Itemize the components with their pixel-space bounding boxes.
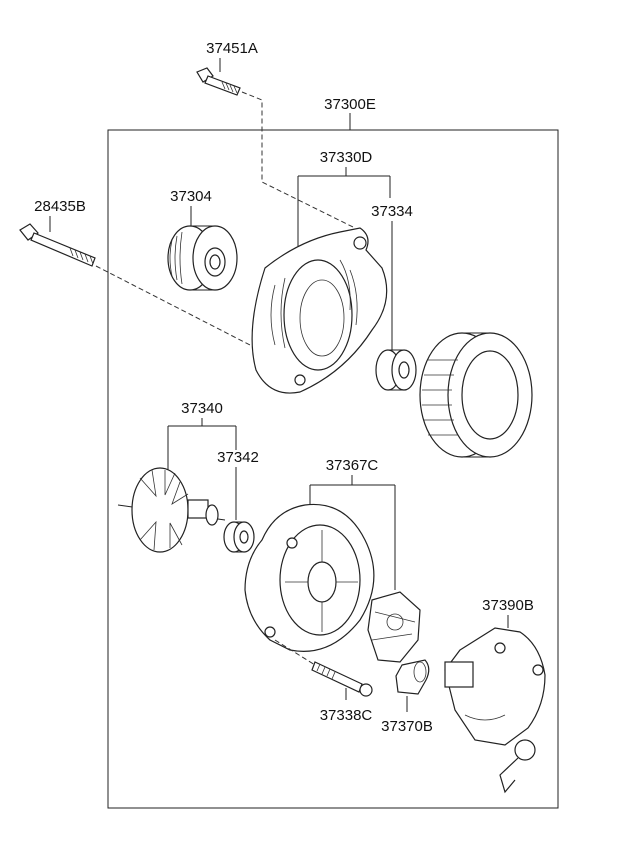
rear-bolt-part <box>274 639 373 697</box>
bolt-top-part <box>196 67 241 96</box>
rear-bracket-part <box>244 503 375 652</box>
assembly-frame <box>107 129 559 809</box>
label-through-bolt[interactable]: 28435B <box>34 198 86 215</box>
label-brush-holder[interactable]: 37370B <box>381 718 433 735</box>
leader-front-bracket <box>297 167 391 255</box>
label-rear-bearing[interactable]: 37342 <box>217 449 259 466</box>
label-rear-bolt[interactable]: 37338C <box>320 707 373 724</box>
label-bolt-top[interactable]: 37451A <box>206 40 258 57</box>
bolt-top-dashline <box>241 91 356 229</box>
label-front-bearing[interactable]: 37334 <box>371 203 413 220</box>
label-pulley[interactable]: 37304 <box>170 188 212 205</box>
label-rotor[interactable]: 37340 <box>181 400 223 417</box>
rotor-part <box>117 467 226 553</box>
label-assembly[interactable]: 37300E <box>324 96 376 113</box>
label-rear-cover[interactable]: 37390B <box>482 597 534 614</box>
through-bolt-part <box>19 223 96 267</box>
label-rear-bracket[interactable]: 37367C <box>326 457 379 474</box>
front-bracket-part <box>251 227 388 394</box>
through-bolt-dashline <box>95 265 251 346</box>
leader-rear-bracket <box>309 475 396 590</box>
rear-cover-part <box>444 627 546 794</box>
pulley-part <box>167 225 238 291</box>
stator-part <box>419 332 533 458</box>
front-bearing-part <box>375 349 417 391</box>
regulator-part <box>367 591 421 663</box>
leader-rotor <box>167 418 237 470</box>
label-front-bracket[interactable]: 37330D <box>320 149 373 166</box>
rear-bearing-part <box>223 521 255 553</box>
brush-holder-part <box>395 659 430 695</box>
